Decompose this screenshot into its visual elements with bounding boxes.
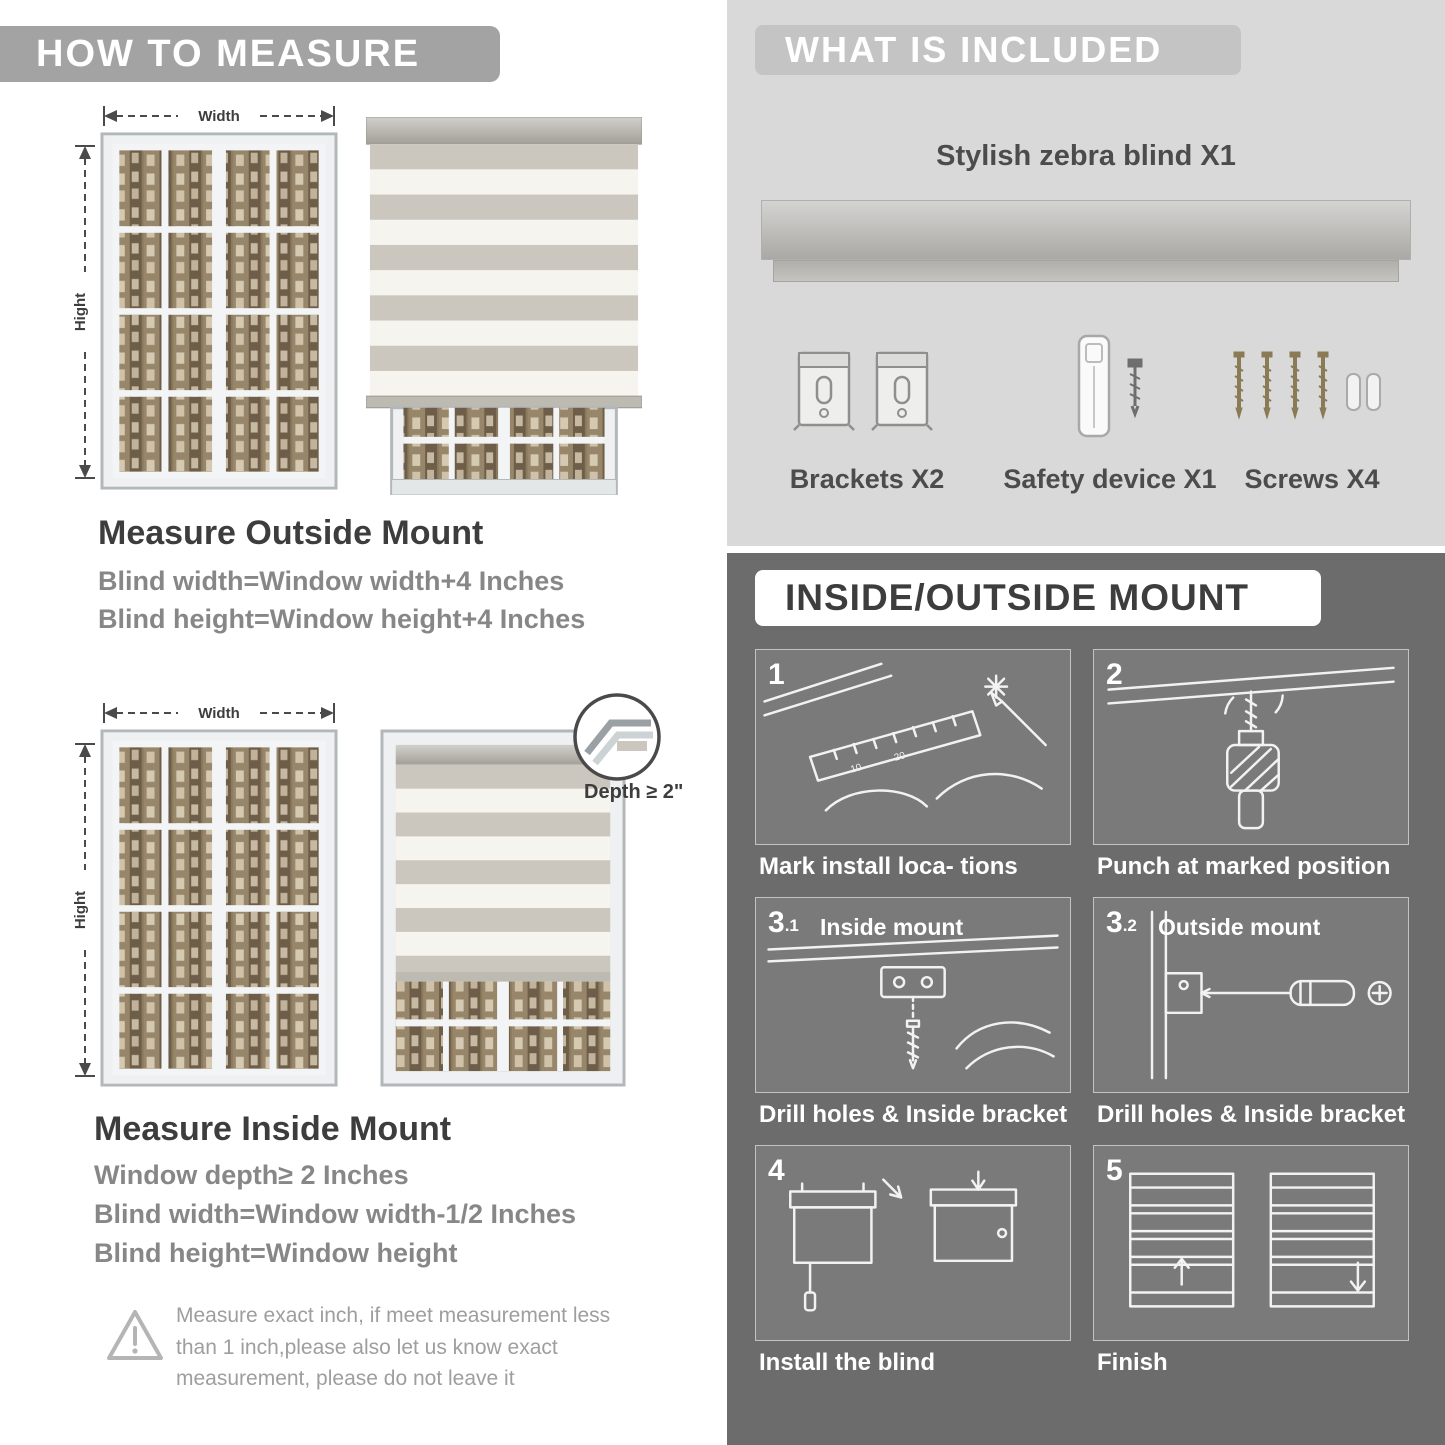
step-tile-3-1: 3 .1 Inside mount: [755, 897, 1071, 1093]
depth-zoom-circle: [573, 693, 661, 781]
width-arrow-inside: Width: [103, 703, 335, 723]
width-label-outside: Width: [198, 108, 240, 125]
step-3-2-inline-label: Outside mount: [1158, 914, 1321, 940]
height-arrow-outside: Hight: [72, 145, 95, 479]
what-is-included-section: WHAT IS INCLUDED Stylish zebra blind X1: [727, 0, 1445, 546]
product-label: Stylish zebra blind X1: [936, 140, 1236, 172]
blind-headrail-illustration: [761, 200, 1411, 260]
step-3-2-illustration: [1150, 910, 1392, 1080]
step-4-caption: Install the blind: [759, 1349, 936, 1376]
outside-mount-title: Measure Outside Mount: [98, 514, 484, 552]
step-tile-3-2: 3 .2 Outside mount: [1093, 897, 1409, 1093]
zebra-blind-outside-illustration: [366, 117, 642, 495]
step-3-1-illustration: [767, 934, 1059, 1070]
height-label-inside: Hight: [72, 891, 89, 929]
svg-text:20: 20: [893, 750, 907, 764]
step-5-illustration: [1129, 1172, 1375, 1308]
inside-mount-line2: Blind width=Window width-1/2 Inches: [94, 1199, 577, 1229]
inside-mount-line3: Blind height=Window height: [94, 1238, 458, 1268]
window-illustration-inside: [100, 729, 338, 1087]
window-illustration-outside: [100, 132, 338, 490]
step-1-number: 1: [768, 658, 785, 691]
mount-instructions-section: INSIDE/OUTSIDE MOUNT 10 20 1: [727, 553, 1445, 1445]
step-tile-1: 10 20 1: [755, 649, 1071, 845]
measure-note: Measure exact inch, if meet measurement …: [176, 1304, 611, 1390]
height-label-outside: Hight: [72, 293, 89, 331]
brackets-icon: [792, 351, 934, 432]
mount-banner: INSIDE/OUTSIDE MOUNT: [755, 570, 1321, 626]
what-is-included-banner: WHAT IS INCLUDED: [755, 25, 1241, 75]
step-5-caption: Finish: [1097, 1349, 1168, 1376]
step-1-caption: Mark install loca- tions: [759, 853, 1018, 880]
screws-icon: [1233, 351, 1381, 420]
step-4-illustration: [789, 1170, 1018, 1312]
outside-mount-line1: Blind width=Window width+4 Inches: [98, 566, 565, 596]
depth-label: Depth ≥ 2": [584, 781, 684, 803]
step-3-2-number: 3 .2: [1106, 906, 1137, 939]
step-2-caption: Punch at marked position: [1097, 853, 1391, 880]
step-1-illustration: 10 20: [763, 662, 1047, 812]
what-is-included-title: WHAT IS INCLUDED: [785, 29, 1163, 70]
step-4-number: 4: [768, 1154, 785, 1187]
svg-text:10: 10: [849, 762, 863, 776]
step-2-illustration: [1107, 666, 1395, 830]
step-3-1-caption: Drill holes & Inside bracket: [759, 1101, 1068, 1128]
how-to-measure-banner: HOW TO MEASURE: [0, 26, 500, 82]
step-3-1-inline-label: Inside mount: [820, 914, 964, 940]
step-tile-5: 5: [1093, 1145, 1409, 1341]
blind-headrail-lip: [773, 260, 1399, 282]
step-3-2-caption: Drill holes & Inside bracket: [1097, 1101, 1406, 1128]
step-5-number: 5: [1106, 1154, 1123, 1187]
safety-device-icon: [1077, 334, 1143, 438]
width-label-inside: Width: [198, 705, 240, 722]
step-2-number: 2: [1106, 658, 1123, 691]
height-arrow-inside: Hight: [72, 743, 95, 1077]
mount-title: INSIDE/OUTSIDE MOUNT: [785, 577, 1250, 618]
how-to-measure-title: HOW TO MEASURE: [36, 32, 421, 75]
width-arrow-outside: Width: [103, 106, 335, 126]
brackets-label: Brackets X2: [789, 464, 945, 494]
step-3-1-number: 3 .1: [768, 906, 799, 939]
step-tile-4: 4: [755, 1145, 1071, 1341]
safety-device-label: Safety device X1: [1003, 464, 1217, 494]
screws-label: Screws X4: [1244, 464, 1380, 494]
warning-icon: [107, 1310, 163, 1360]
inside-mount-title: Measure Inside Mount: [94, 1110, 452, 1148]
step-tile-2: 2: [1093, 649, 1409, 845]
outside-mount-line2: Blind height=Window height+4 Inches: [98, 604, 586, 634]
inside-mount-line1: Window depth≥ 2 Inches: [94, 1160, 409, 1190]
